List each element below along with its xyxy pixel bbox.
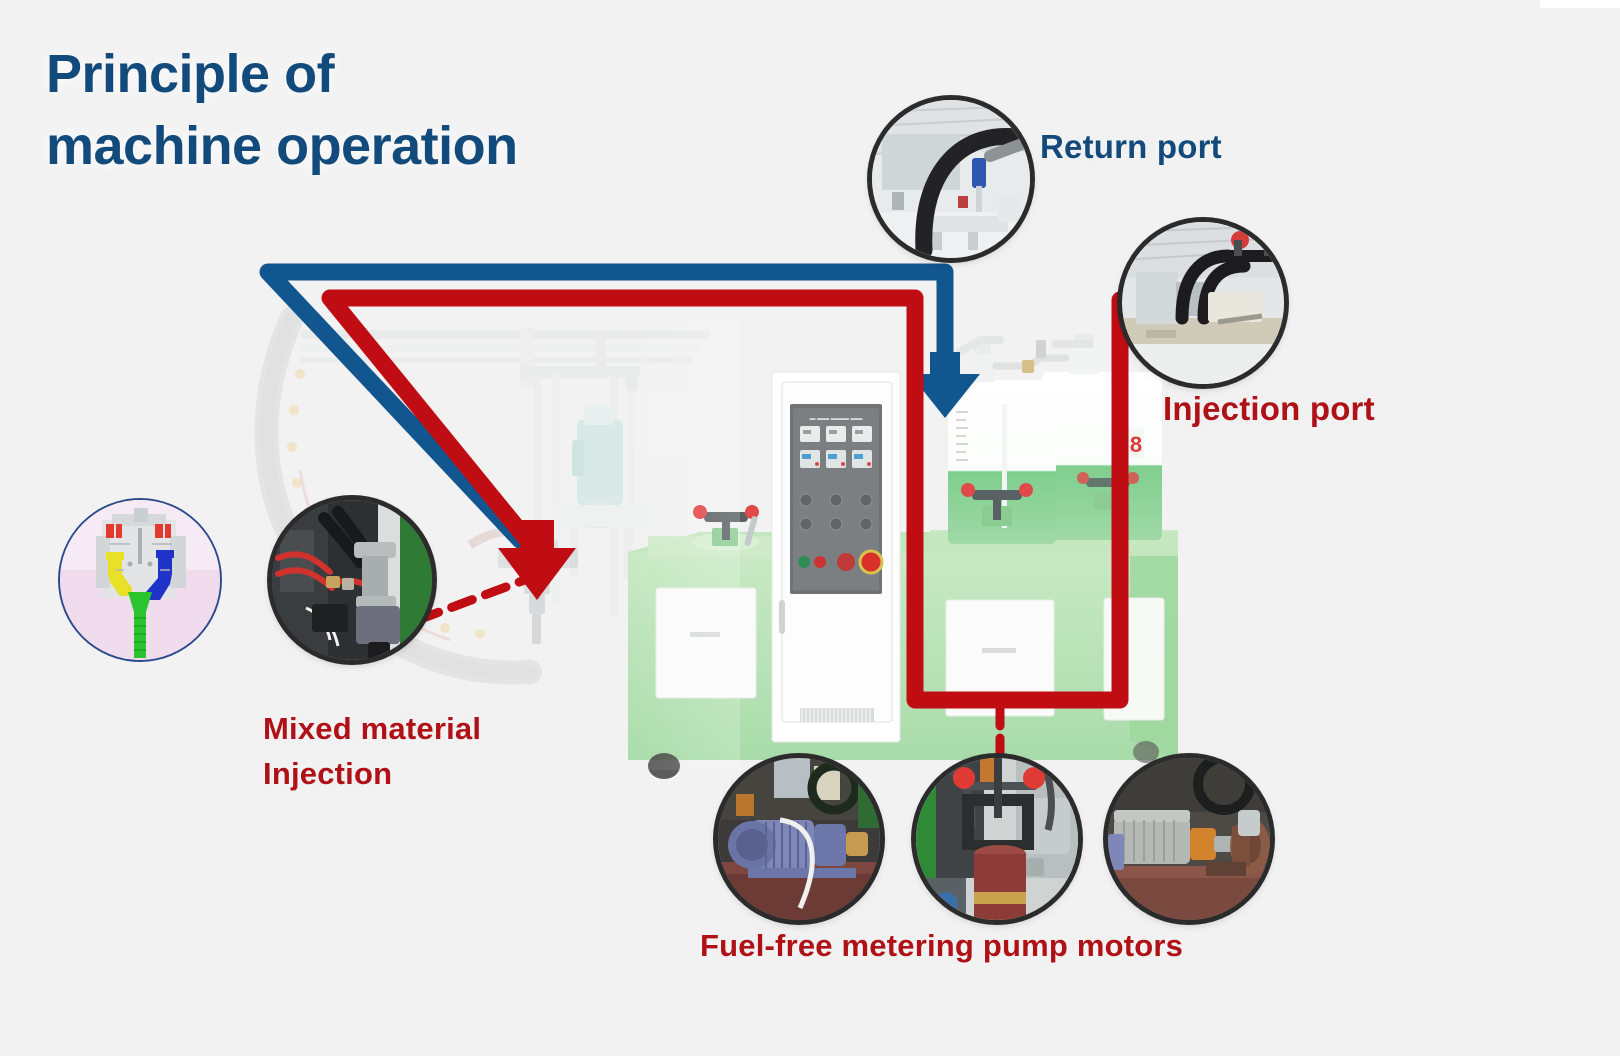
tank-valve-front: [961, 483, 1033, 526]
svg-text:8: 8: [1130, 432, 1142, 457]
svg-text:▬ ▬▬ ▬▬▬ ▬▬: ▬ ▬▬ ▬▬▬ ▬▬: [809, 416, 862, 422]
label-mixed-material: Mixed material Injection: [263, 711, 482, 791]
resin-tanks: 8: [948, 334, 1162, 544]
injection-port-photo-content: [1122, 222, 1284, 384]
pump-motor-photo-3[interactable]: [1108, 758, 1270, 920]
label-injection-port: Injection port: [1163, 390, 1375, 427]
mixed-material-photo[interactable]: [272, 500, 432, 660]
pump-motor-photo-2[interactable]: [916, 758, 1078, 920]
return-flow-path: [259, 263, 980, 549]
mixed-material-dashed-connector: [413, 573, 535, 625]
pump-motor-photo-3-content: [1108, 758, 1270, 920]
pump-motor-photo-1-content: [718, 758, 880, 920]
return-port-photo-content: [872, 100, 1030, 258]
label-pump-motors: Fuel-free metering pump motors: [700, 928, 1184, 963]
top-white-strip: [1540, 0, 1620, 8]
page-title: Principle of machine operation: [46, 44, 518, 177]
mixing-head-schematic[interactable]: [60, 500, 220, 660]
mixing-head-schematic-content: [60, 500, 220, 660]
injection-port-photo[interactable]: [1122, 222, 1284, 384]
injection-flow-path: [321, 289, 1157, 709]
pump-motor-photo-2-content: [916, 758, 1078, 920]
mixed-material-photo-content: [272, 500, 432, 660]
return-port-photo[interactable]: [872, 100, 1030, 258]
pump-motor-photo-1[interactable]: [718, 758, 880, 920]
label-return-port: Return port: [1040, 128, 1222, 165]
